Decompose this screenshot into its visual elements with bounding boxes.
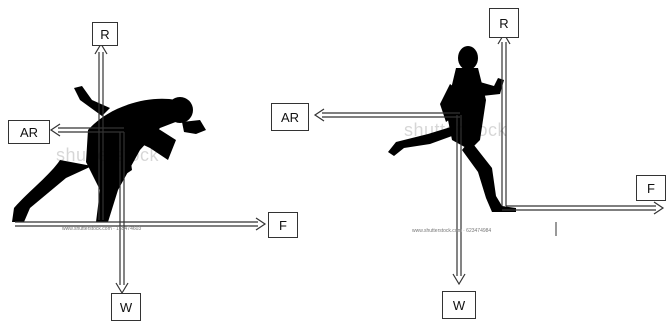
right-f-label: F <box>636 175 666 201</box>
watermark-url-left: www.shutterstock.com · 165474603 <box>62 226 142 232</box>
watermark-url-right: www.shutterstock.com · 623474984 <box>412 228 492 234</box>
watermark-right: shutterstock <box>404 120 508 140</box>
left-ar-label: AR <box>8 120 50 144</box>
right-force-arrows <box>313 32 665 286</box>
right-r-label: R <box>489 8 519 38</box>
left-r-label: R <box>92 22 118 46</box>
right-w-label: W <box>442 291 476 319</box>
left-force-arrows <box>15 42 267 295</box>
watermark-left: shutterstock <box>56 145 160 165</box>
right-ar-label: AR <box>271 103 309 131</box>
left-w-label: W <box>111 293 141 321</box>
left-f-label: F <box>268 212 298 238</box>
